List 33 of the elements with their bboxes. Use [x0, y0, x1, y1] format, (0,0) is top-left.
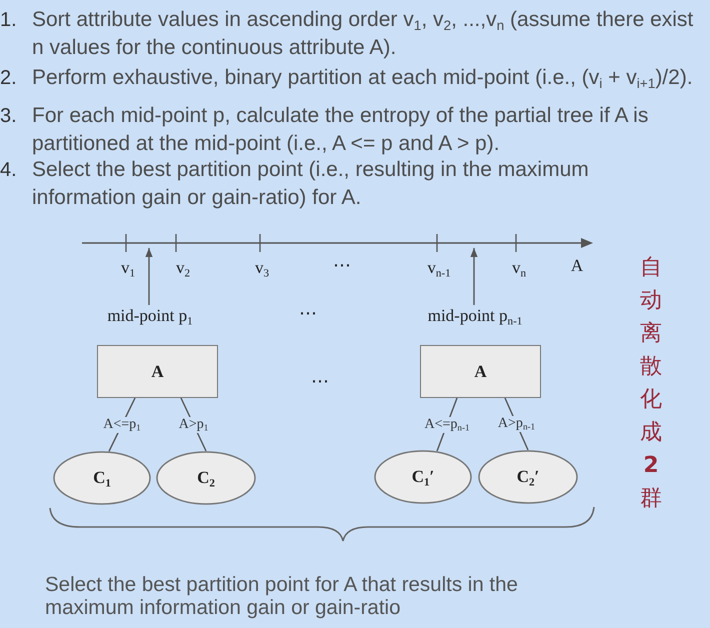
attribute-box: A: [420, 345, 541, 398]
list-number: 2.: [0, 66, 17, 91]
list-item-text: Select the best partition point (i.e., resulting in the maximum information gain or gain-ratio) for A.: [32, 157, 590, 211]
attribute-box: A: [97, 345, 218, 398]
vertical-caption: 自动离散化成2群: [639, 254, 663, 513]
leader-arrow: [145, 248, 153, 305]
edge-label: A<=p$_{n-1}$: [423, 416, 471, 433]
edge-label: A<=p$_{1}$: [102, 416, 142, 433]
leader-arrow: [470, 248, 478, 305]
axis-label: A: [570, 256, 584, 276]
list-number: 1.: [0, 8, 17, 33]
class-ellipse: C$_{2}$′: [478, 450, 578, 504]
mid-point-label: mid-point p$_{n-1}$: [428, 306, 522, 326]
summary-text: Select the best partition point for A that results in the maximum information gain or gain-ratio: [45, 573, 519, 619]
class-ellipse: C$_{2}$: [156, 451, 256, 505]
ellipsis-dots: ⋯: [299, 304, 317, 324]
list-number: 4.: [0, 158, 17, 183]
edge-label: A>p$_{n-1}$: [496, 416, 536, 432]
edge-label: A>p$_{1}$: [178, 416, 210, 432]
tick-label: v$_{2}$: [176, 258, 190, 278]
class-ellipse: C$_{1}$′: [374, 450, 472, 504]
list-item-text: Perform exhaustive, binary partition at each mid-point (i.e., (v$_{i}$ + v$_{i+1}$)/2).: [32, 65, 694, 92]
tick-label: v$_{3}$: [254, 258, 270, 278]
tick-label: v$_{n-1}$: [427, 258, 451, 278]
list-number: 3.: [0, 104, 17, 129]
list-item-text: For each mid-point p, calculate the entropy of the partial tree if A is partitioned at the mid-point (i.e., A <= p and A > p).: [32, 103, 650, 157]
tick-label: v$_{1}$: [120, 258, 136, 278]
ellipsis-dots: ⋯: [311, 372, 329, 392]
ellipsis-dots: ⋯: [333, 256, 351, 276]
list-item-text: Sort attribute values in ascending order v$_{1}$, v$_{2}$, ...,v$_{n}$ (assume there exist n values for the continuous attribute A).: [32, 7, 694, 61]
tick-label: v$_{n}$: [512, 258, 526, 278]
mid-point-label: mid-point p$_{1}$: [107, 306, 193, 326]
class-ellipse: C$_{1}$: [53, 451, 151, 505]
